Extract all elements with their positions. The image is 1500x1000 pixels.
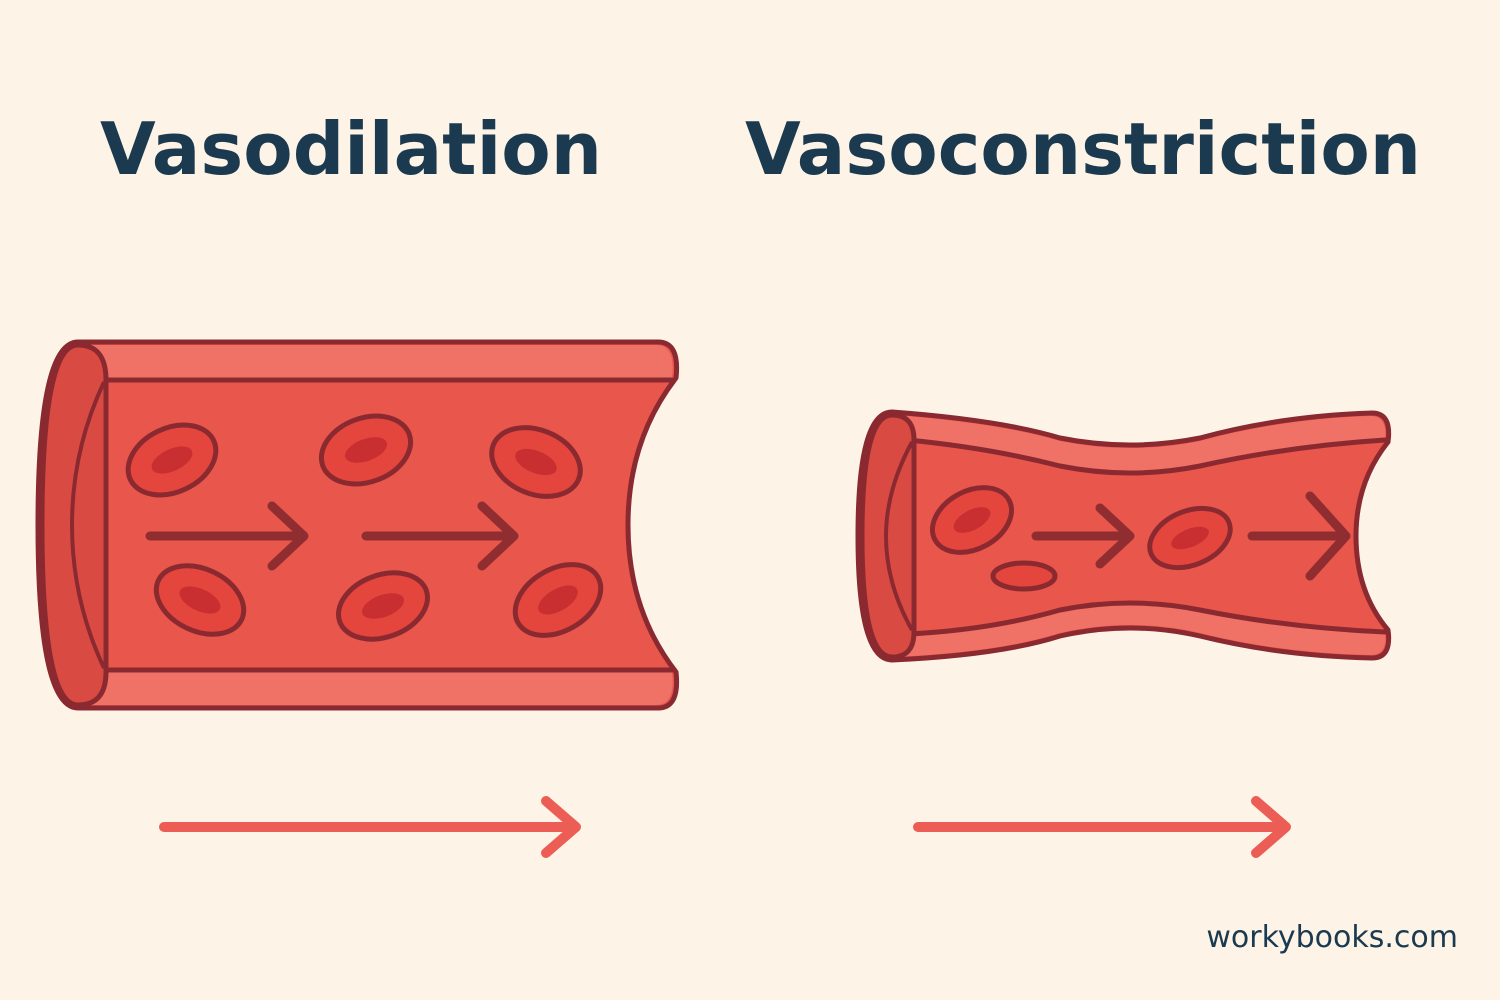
- watermark: workybooks.com: [1206, 920, 1458, 955]
- red-blood-cell-icon: [153, 563, 247, 637]
- constricted-flow-arrows: [1031, 491, 1351, 581]
- constricted-vessel-bottom-wall: [894, 603, 1386, 657]
- constricted-vessel-top-wall: [894, 415, 1386, 473]
- red-blood-cell-icon: [125, 422, 219, 498]
- vasodilation-title: Vasodilation: [100, 107, 602, 191]
- red-blood-cell-icon: [489, 425, 583, 499]
- red-blood-cell-icon: [1147, 505, 1233, 571]
- direction-arrow-icon: [159, 796, 581, 858]
- dilated-vessel: [35, 339, 680, 711]
- dilated-vessel-bottom-wall: [80, 670, 673, 705]
- flow-arrow-icon: [1247, 491, 1351, 581]
- flow-arrow-icon: [361, 501, 519, 571]
- vasoconstriction-title: Vasoconstriction: [745, 107, 1422, 191]
- constricted-blood-cells: [929, 485, 1233, 592]
- red-blood-cell-icon: [990, 560, 1058, 592]
- dilated-blood-cells: [125, 413, 604, 642]
- dilated-vessel-top-wall: [80, 345, 673, 382]
- red-blood-cell-icon: [512, 562, 604, 638]
- red-blood-cell-icon: [318, 413, 414, 487]
- flow-arrow-icon: [1031, 503, 1135, 569]
- flow-arrow-icon: [145, 501, 309, 571]
- dilated-vessel-body: [35, 339, 680, 711]
- direction-arrow-icon: [913, 796, 1291, 858]
- dilated-flow-arrows: [145, 501, 519, 571]
- red-blood-cell-icon: [929, 485, 1015, 555]
- red-blood-cell-icon: [335, 570, 431, 642]
